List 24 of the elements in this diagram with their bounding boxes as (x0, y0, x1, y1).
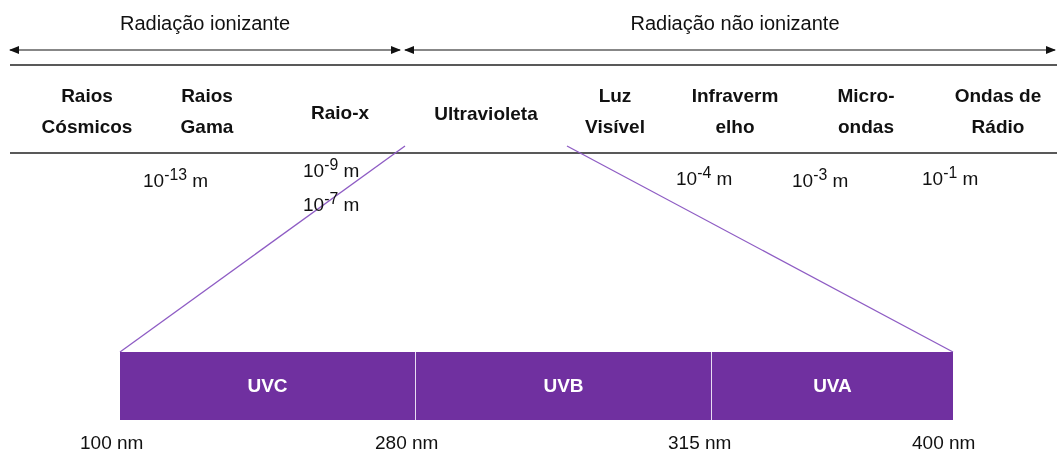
zoom-line (119, 145, 406, 353)
wavelength-label: 10$^{-4}$ m (676, 164, 733, 191)
wavelength-label: 315 nm (668, 432, 732, 454)
wavelength-label: 10$^{-13}$ m (143, 166, 209, 193)
spectrum-category: Infraverm elho (690, 84, 780, 139)
section-heading: Radiação não ionizante (629, 12, 841, 35)
uv-band-segment: UVB (415, 352, 711, 420)
section-heading: Radiação ionizante (118, 12, 292, 35)
wavelength-label: 400 nm (912, 432, 976, 454)
wavelength-label: 280 nm (375, 432, 439, 454)
spectrum-category: Ondas de Rádio (953, 84, 1043, 139)
uv-band-segment: UVC (120, 352, 415, 420)
wavelength-label: 10$^{-9}$ m (303, 156, 360, 183)
spectrum-category: Raios Cósmicos (40, 84, 134, 139)
wavelength-label: 10$^{-1}$ m (922, 164, 979, 191)
uv-band-segment: UVA (711, 352, 953, 420)
wavelength-label: 100 nm (80, 432, 144, 454)
spectrum-category: Luz Visível (585, 84, 645, 139)
spectrum-category: Raios Gama (179, 84, 235, 139)
spectrum-category: Ultravioleta (405, 80, 567, 146)
wavelength-label: 10$^{-3}$ m (792, 166, 849, 193)
zoom-line (566, 145, 954, 353)
spectrum-category: Micro- ondas (836, 84, 896, 139)
spectrum-category: Raio-x (309, 101, 371, 125)
